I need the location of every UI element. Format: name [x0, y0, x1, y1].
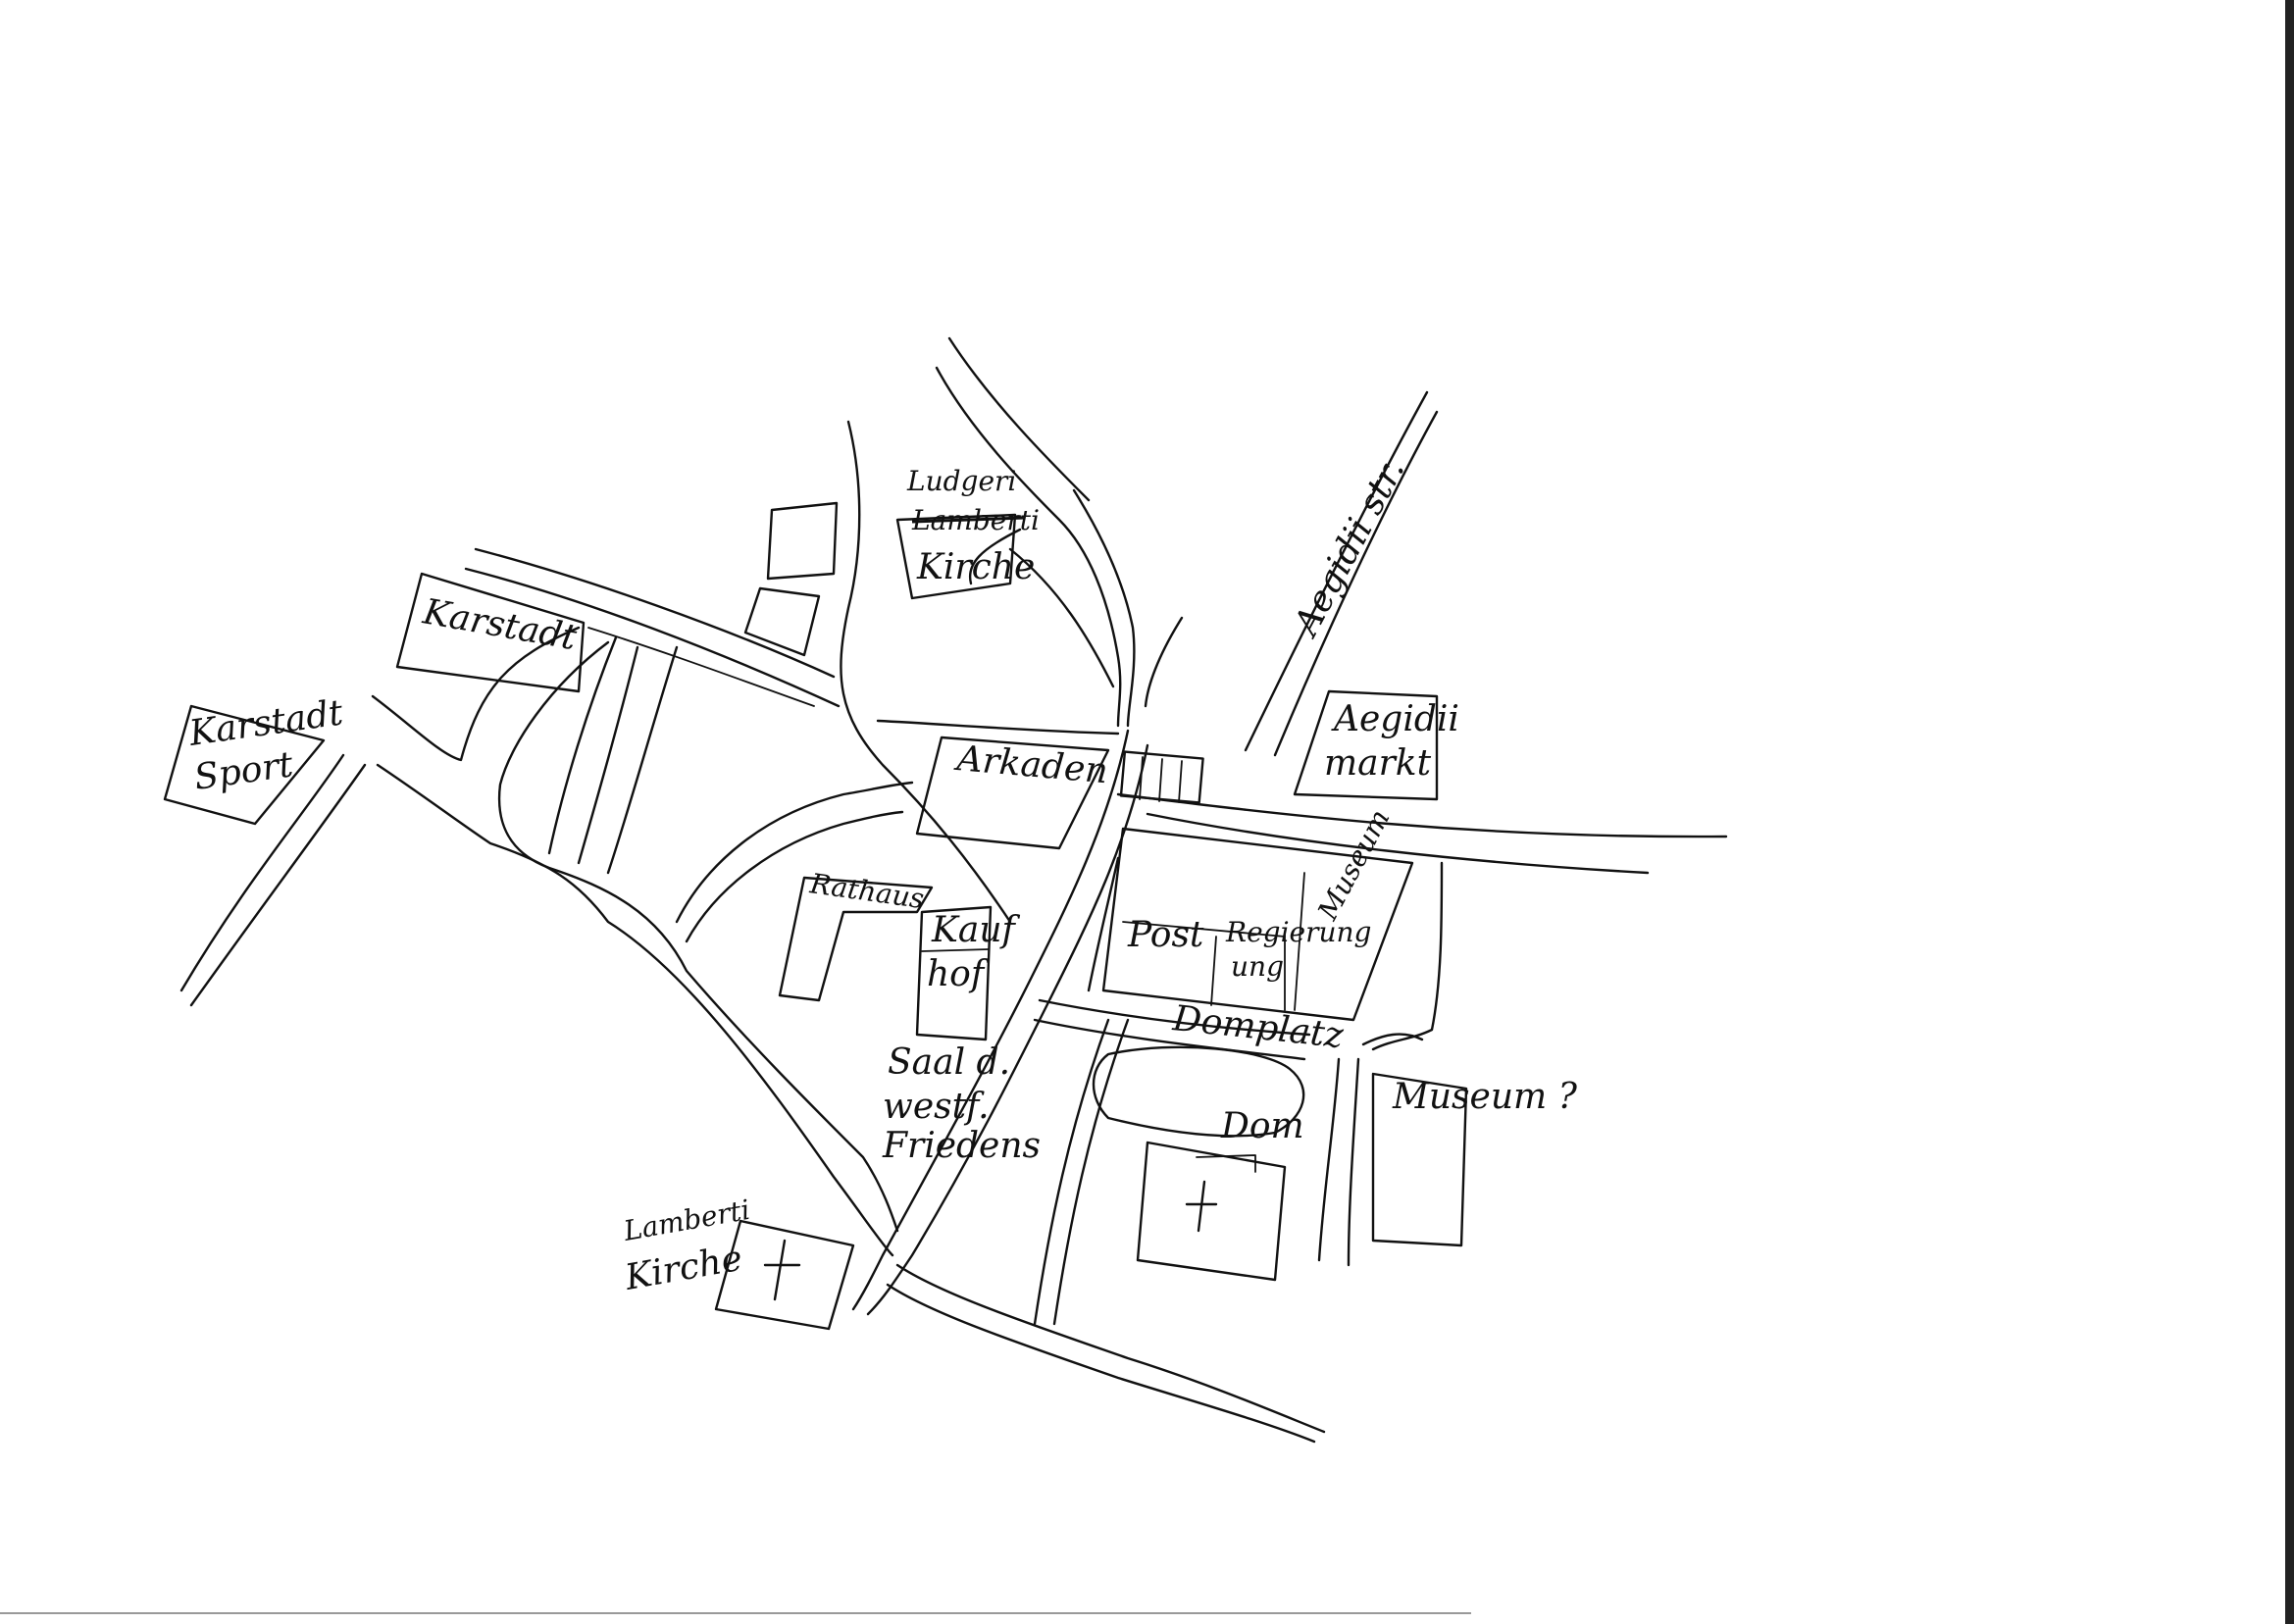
label-lamberti-kirche: Kirche [621, 1239, 745, 1298]
label-karstadt: Karstadt [419, 591, 580, 658]
label-museum-side: Museum [1311, 804, 1397, 926]
label-saal-2: westf. [883, 1087, 990, 1127]
label-museum-question: Museum ? [1392, 1077, 1578, 1117]
page-edge [2285, 0, 2294, 1624]
labels: Ludgeri Lamberti Kirche Karstadt Karstad… [186, 452, 1578, 1298]
building-museum [1371, 1072, 1468, 1247]
label-rathaus: Rathaus [807, 867, 926, 915]
building-ludgeri-kirche [895, 513, 1017, 600]
building-post-regierung [1101, 827, 1414, 1022]
streets [179, 336, 1728, 1444]
building-arkaden [915, 736, 1110, 850]
label-aegidiimarkt-1: Aegidii [1331, 699, 1459, 739]
building-aegidiimarkt [1293, 689, 1439, 801]
building-rathaus [778, 876, 934, 1002]
label-kaufhof-1: Kauf [931, 910, 1021, 950]
building-karstadt-sport [163, 704, 326, 826]
building-kaufhof [915, 905, 993, 1041]
label-karstadt-sport-2: Sport [192, 744, 296, 798]
label-arkaden: Arkaden [952, 738, 1109, 792]
domplatz-area [1092, 1045, 1305, 1138]
label-post: Post [1127, 915, 1204, 955]
label-kaufhof-2: hof [927, 954, 990, 994]
church-crosses [763, 1180, 1218, 1301]
label-aegidii-str: Aegidii str. [1285, 452, 1412, 644]
label-regierung-1: Regierung [1225, 916, 1371, 948]
label-regierung-2: ung [1231, 950, 1284, 983]
building-small-1 [766, 501, 839, 581]
building-dom [1136, 1141, 1287, 1282]
label-dom: Dom [1220, 1106, 1304, 1146]
buildings [163, 501, 1468, 1331]
label-saal-3: Friedens [882, 1126, 1041, 1166]
label-karstadt-sport-1: Karstadt [186, 692, 346, 754]
building-small-2 [743, 586, 821, 657]
dom-cross-icon [1197, 1180, 1206, 1233]
building-karstadt [395, 572, 586, 693]
label-aegidiimarkt-2: markt [1324, 743, 1432, 784]
label-ludgeri-kirche: Kirche [916, 547, 1035, 587]
lamberti-cross-icon [773, 1239, 787, 1301]
building-lamberti-kirche [714, 1219, 855, 1331]
label-ludgeri: Ludgeri [906, 465, 1016, 497]
label-saal-1: Saal d. [888, 1042, 1010, 1083]
